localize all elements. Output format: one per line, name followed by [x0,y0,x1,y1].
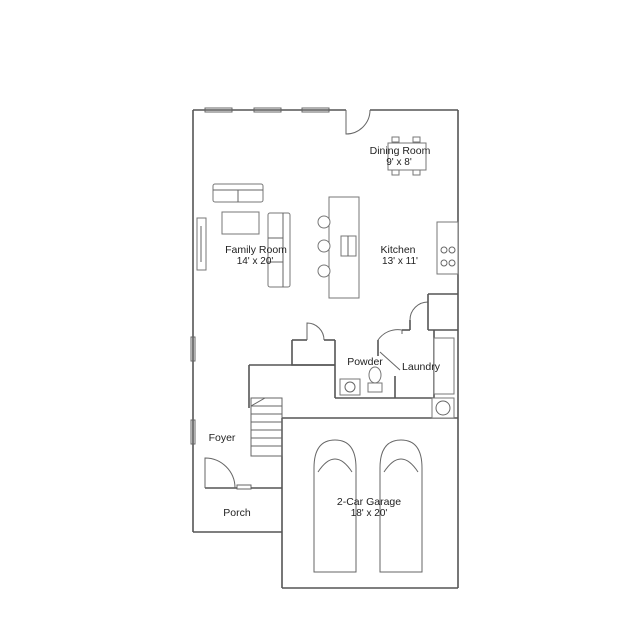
toilet [367,366,383,393]
interior-walls [205,293,458,489]
kitchen-dimensions: 13' x 11' [382,256,418,267]
kitchen-counter [436,221,459,275]
garage-label: 2-Car Garage [337,496,401,508]
car-right [379,439,423,573]
sofa-top [212,183,264,203]
kitchen-label: Kitchen [380,244,415,256]
powder-label: Powder [347,356,383,368]
car-left [313,439,357,573]
patio-door [345,109,371,135]
dining-table [387,136,427,176]
laundry-label: Laundry [402,361,441,373]
tv-console [196,217,207,271]
family-room-dimensions: 14' x 20' [237,256,274,267]
foyer-label: Foyer [209,432,236,444]
dining-room-dimensions: 9' x 8' [386,157,412,168]
family-room-label: Family Room [225,244,287,256]
staircase [250,397,283,457]
windows [190,107,330,490]
kitchen-island [317,196,360,299]
garage-dimensions: 18' x 20' [351,508,388,519]
laundry-appliances [431,337,455,419]
sofa-right [267,212,291,288]
powder-sink [339,378,361,396]
dining-room-label: Dining Room [370,145,431,157]
front-door [204,457,236,489]
porch-label: Porch [223,507,251,519]
coffee-table [221,211,260,235]
